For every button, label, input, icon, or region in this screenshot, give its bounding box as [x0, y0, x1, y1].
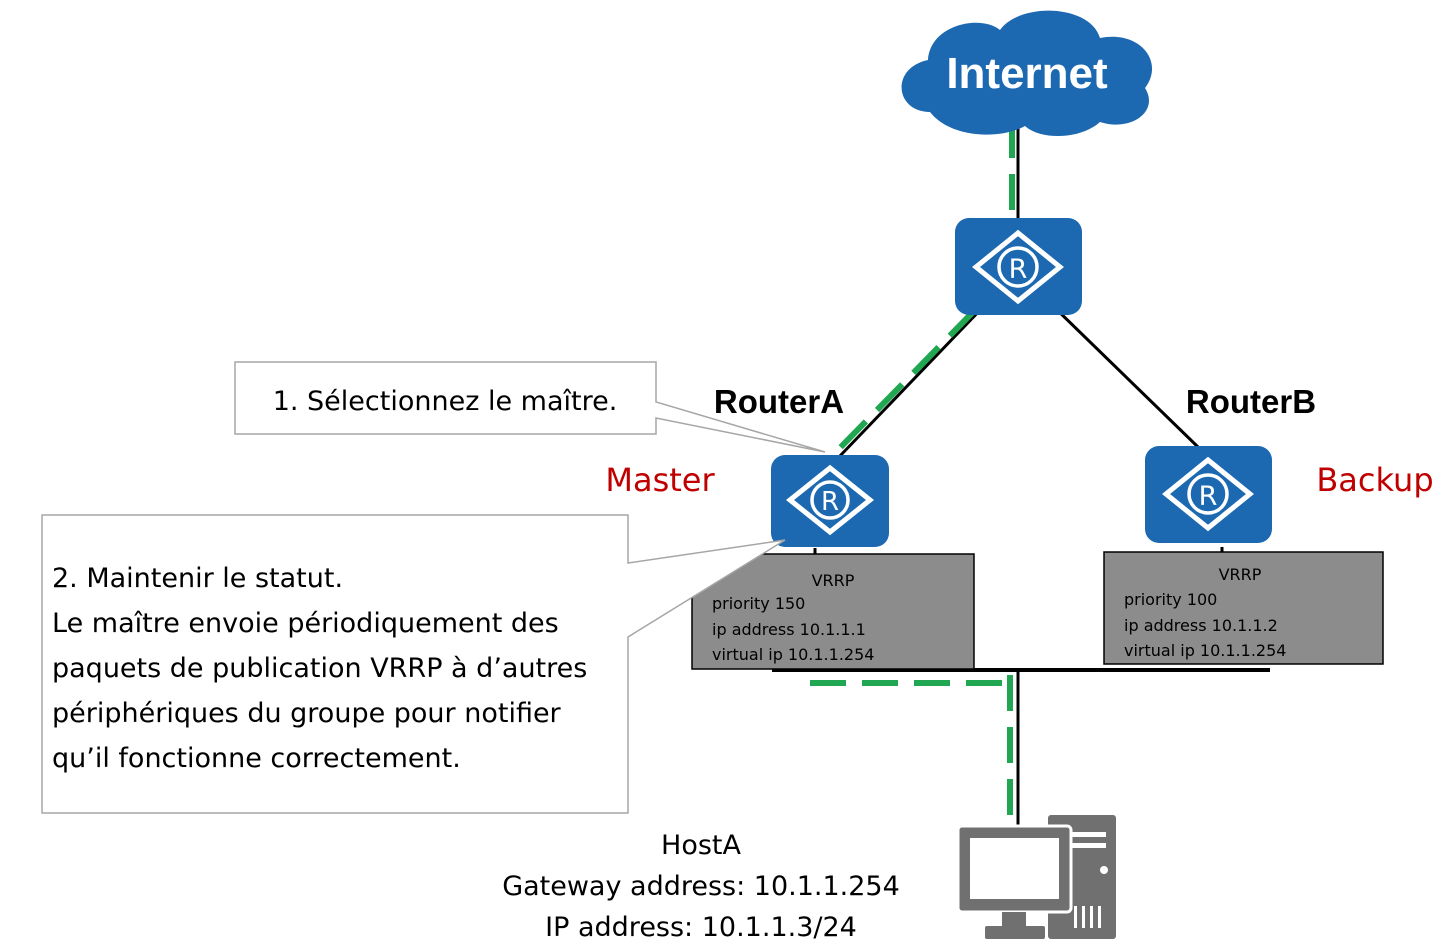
callout-box — [41, 514, 786, 814]
vrrp-ip-address: ip address 10.1.1.1 — [712, 620, 866, 639]
callout-select-master: 1. Sélectionnez le maître. — [234, 361, 826, 453]
vrrp-priority: priority 100 — [1124, 590, 1217, 609]
router-icon — [1145, 446, 1272, 543]
vrrp-box — [1103, 551, 1384, 665]
cloud-icon — [901, 10, 1153, 137]
router-glyph: R — [1199, 481, 1218, 512]
core-router[interactable]: R — [955, 218, 1082, 315]
router-glyph: R — [821, 487, 839, 517]
callout-maintain-line-5: qu’il fonctionne correctement. — [52, 743, 461, 774]
callout-maintain-line-1: 2. Maintenir le statut. — [52, 563, 343, 594]
host-name: HostA — [661, 830, 741, 861]
vrrp-virtual-ip: virtual ip 10.1.1.254 — [712, 645, 874, 664]
vrrp-box — [691, 553, 975, 670]
link-core-routerb — [1050, 303, 1200, 449]
callout-maintain-line-3: paquets de publication VRRP à d’autres — [52, 653, 587, 684]
network-links — [772, 118, 1270, 828]
host-a[interactable] — [956, 815, 1116, 939]
router-a[interactable]: R — [771, 455, 889, 547]
router-circle — [997, 246, 1039, 288]
router-icon — [771, 455, 889, 547]
router-circle — [810, 480, 850, 520]
internet-label: Internet — [946, 49, 1108, 98]
internet-cloud: Internet — [901, 10, 1153, 137]
router-b-name: RouterB — [1186, 383, 1316, 420]
host-gateway: Gateway address: 10.1.1.254 — [502, 871, 900, 902]
router-glyph: R — [1009, 254, 1028, 285]
router-diamond — [972, 229, 1064, 305]
vrrp-title: VRRP — [812, 571, 855, 590]
vrrp-virtual-ip: virtual ip 10.1.1.254 — [1124, 641, 1286, 660]
router-a-role: Master — [605, 461, 715, 499]
callout-select-master-text: 1. Sélectionnez le maître. — [273, 386, 618, 417]
callout-maintain-line-4: périphériques du groupe pour notifier — [52, 698, 562, 729]
router-b-role: Backup — [1316, 461, 1433, 499]
callout-maintain-status: 2. Maintenir le statut. Le maître envoie… — [41, 514, 786, 814]
active-path-segment-core — [830, 307, 978, 458]
router-icon — [955, 218, 1082, 315]
vrrp-ip-address: ip address 10.1.1.2 — [1124, 616, 1278, 635]
link-core-routera — [836, 303, 987, 460]
host-ip: IP address: 10.1.1.3/24 — [545, 912, 857, 943]
router-diamond — [1162, 456, 1254, 532]
callout-box — [234, 361, 826, 453]
callout-maintain-line-2: Le maître envoie périodiquement des — [52, 608, 559, 639]
vrrp-priority: priority 150 — [712, 594, 805, 613]
router-circle — [1187, 473, 1229, 515]
vrrp-title: VRRP — [1219, 565, 1262, 584]
router-a-name: RouterA — [714, 383, 844, 420]
router-diamond — [785, 464, 875, 536]
router-b[interactable]: R — [1145, 446, 1272, 543]
active-traffic-path — [810, 122, 1015, 826]
vrrp-config-a: VRRP priority 150 ip address 10.1.1.1 vi… — [691, 553, 975, 670]
vrrp-config-b: VRRP priority 100 ip address 10.1.1.2 vi… — [1103, 551, 1384, 665]
computer-icon — [956, 815, 1116, 939]
